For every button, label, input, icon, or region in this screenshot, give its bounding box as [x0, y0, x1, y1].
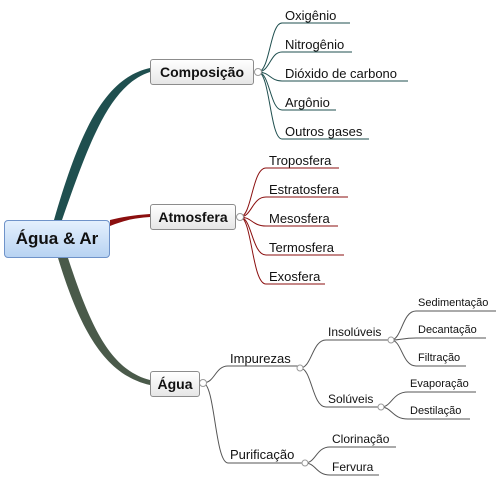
connector-root-agua: [58, 258, 150, 385]
topic-troposfera[interactable]: Troposfera: [269, 153, 332, 168]
topic-fervura[interactable]: Fervura: [332, 460, 374, 474]
topic-clorinacao[interactable]: Clorinação: [332, 432, 390, 446]
soluveis-expander[interactable]: [377, 403, 385, 411]
topic-oxigenio[interactable]: Oxigênio: [285, 8, 337, 23]
topic-impurezas[interactable]: Impurezas: [230, 351, 291, 366]
agua-expander[interactable]: [199, 379, 207, 387]
topic-purificacao[interactable]: Purificação: [230, 447, 295, 462]
connector-root-composicao: [54, 68, 150, 220]
composicao-expander[interactable]: [254, 68, 262, 76]
topic-soluveis[interactable]: Solúveis: [328, 392, 374, 406]
topic-evaporacao[interactable]: Evaporação: [410, 378, 469, 390]
branch-composicao[interactable]: Composição: [150, 59, 254, 85]
topic-nitrogenio[interactable]: Nitrogênio: [285, 37, 345, 52]
purificacao-expander[interactable]: [301, 459, 309, 467]
topic-decantacao[interactable]: Decantação: [418, 324, 477, 336]
topic-estratosfera[interactable]: Estratosfera: [269, 182, 340, 197]
topic-filtracao[interactable]: Filtração: [418, 352, 461, 364]
topic-destilacao[interactable]: Destilação: [410, 405, 462, 417]
root-node[interactable]: Água & Ar: [4, 220, 110, 258]
topic-argonio[interactable]: Argônio: [285, 95, 330, 110]
topic-insoluveis[interactable]: Insolúveis: [328, 325, 382, 339]
branch-agua-label: Água: [157, 376, 193, 392]
topic-exosfera[interactable]: Exosfera: [269, 269, 321, 284]
topic-mesosfera[interactable]: Mesosfera: [269, 211, 330, 226]
connector-root-atmosfera: [110, 214, 150, 226]
atmosfera-expander[interactable]: [236, 213, 244, 221]
topic-dioxido-de-carbono[interactable]: Dióxido de carbono: [285, 66, 398, 81]
topic-termosfera[interactable]: Termosfera: [269, 240, 335, 255]
insoluveis-expander[interactable]: [387, 336, 395, 344]
branch-atmosfera[interactable]: Atmosfera: [150, 204, 236, 230]
topic-outros-gases[interactable]: Outros gases: [285, 124, 363, 139]
topic-sedimentacao[interactable]: Sedimentação: [418, 297, 489, 309]
root-label: Água & Ar: [15, 229, 99, 248]
branch-agua[interactable]: Água: [150, 371, 200, 397]
branch-atmosfera-label: Atmosfera: [158, 209, 228, 225]
impurezas-expander[interactable]: [296, 364, 304, 372]
branch-composicao-label: Composição: [159, 64, 244, 80]
